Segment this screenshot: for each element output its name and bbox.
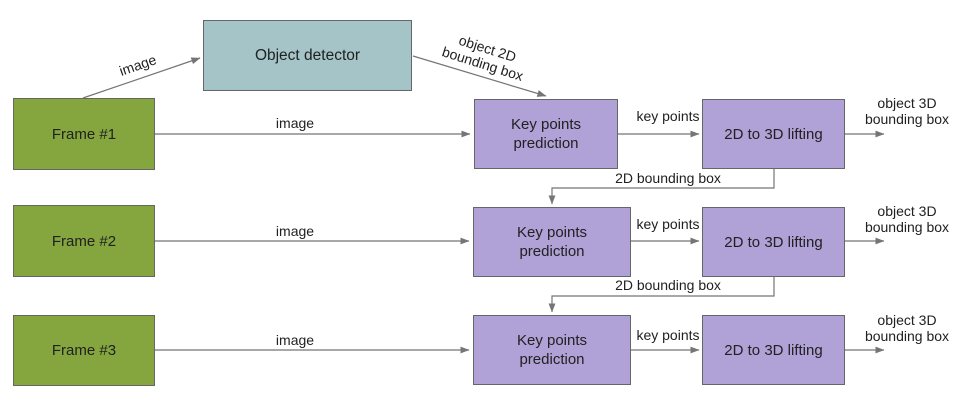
edge-label-keypoints-row2: key points — [636, 216, 700, 232]
node-2d-to-3d-lifting-3-label: 2D to 3D lifting — [724, 341, 823, 359]
edge-label-image-row1: image — [275, 115, 315, 131]
node-keypoints-prediction-3-label: Key points prediction — [516, 332, 588, 368]
edge-label-image-row2: image — [275, 223, 315, 239]
node-keypoints-prediction-1: Key points prediction — [474, 99, 618, 169]
node-frame-1: Frame #1 — [13, 98, 155, 170]
node-frame-1-label: Frame #1 — [51, 125, 117, 143]
node-2d-to-3d-lifting-1: 2D to 3D lifting — [702, 99, 845, 169]
node-2d-to-3d-lifting-3: 2D to 3D lifting — [702, 315, 845, 385]
node-frame-2: Frame #2 — [13, 205, 155, 277]
edge-label-image-to-detector: image — [117, 51, 159, 79]
node-keypoints-prediction-2: Key points prediction — [473, 207, 631, 277]
node-keypoints-prediction-3: Key points prediction — [473, 315, 631, 385]
node-frame-3: Frame #3 — [13, 315, 155, 386]
node-frame-3-label: Frame #3 — [51, 342, 117, 359]
edge-label-output-row3: object 3D bounding box — [864, 312, 950, 344]
node-object-detector: Object detector — [203, 20, 412, 91]
edge-label-output-row2: object 3D bounding box — [864, 203, 950, 235]
node-2d-to-3d-lifting-2: 2D to 3D lifting — [702, 207, 845, 277]
node-2d-to-3d-lifting-2-label: 2D to 3D lifting — [724, 233, 823, 251]
node-keypoints-prediction-1-label: Key points prediction — [510, 116, 582, 152]
edge-label-object-2d-bounding-box: object 2D bounding box — [440, 31, 526, 84]
node-2d-to-3d-lifting-1-label: 2D to 3D lifting — [724, 125, 823, 143]
edge-label-output-row1: object 3D bounding box — [864, 95, 950, 127]
edge-label-keypoints-row1: key points — [636, 108, 700, 124]
node-object-detector-label: Object detector — [254, 47, 361, 64]
edge-label-2d-bbox-row2: 2D bounding box — [615, 277, 721, 293]
edge-label-image-row3: image — [275, 332, 315, 348]
node-keypoints-prediction-2-label: Key points prediction — [516, 224, 588, 260]
edge-label-keypoints-row3: key points — [636, 327, 700, 343]
node-frame-2-label: Frame #2 — [51, 232, 117, 250]
edge-label-2d-bbox-row1: 2D bounding box — [615, 170, 721, 186]
